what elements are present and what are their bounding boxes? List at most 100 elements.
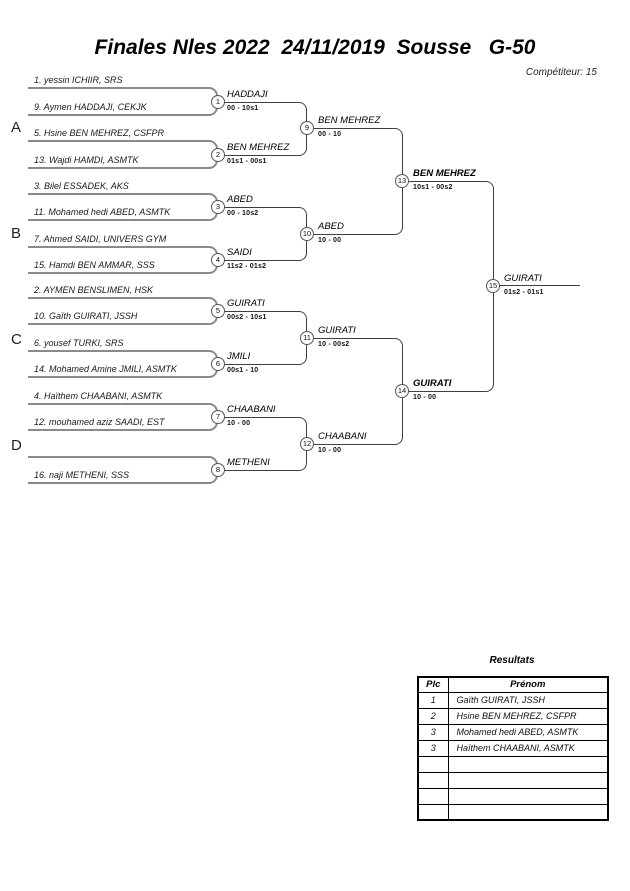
results-row xyxy=(417,755,609,773)
entrant-2-name: 9. Aymen HADDAJI, CEKJK xyxy=(34,102,147,112)
match-1-winner: HADDAJI xyxy=(227,88,268,100)
match-5-score: 00s2 - 10s1 xyxy=(227,314,267,321)
match-13-winner: BEN MEHREZ xyxy=(413,167,476,179)
results-cell-name xyxy=(447,787,609,805)
match-15-score: 01s2 - 01s1 xyxy=(504,288,544,296)
results-cell-name: Mohamed hedi ABED, ASMTK xyxy=(447,723,609,741)
match-2-score: 01s1 - 00s1 xyxy=(227,157,267,165)
entrant-12-name: 14. Mohamed Amine JMILI, ASMTK xyxy=(34,364,177,374)
match-12-circle: 12 xyxy=(300,436,314,451)
match-3-circle: 3 xyxy=(211,200,225,214)
match-11-winner: GUIRATI xyxy=(318,324,356,336)
match-6-circle: 6 xyxy=(211,357,225,371)
match-14-winner: GUIRATI xyxy=(413,377,452,389)
entrant-10-name: 10. Gaïth GUIRATI, JSSH xyxy=(34,311,138,321)
results-cell-place xyxy=(417,771,449,789)
match-1-score: 00 - 10s1 xyxy=(227,104,259,112)
round1-bracket-connector xyxy=(28,140,218,169)
match-2-circle: 2 xyxy=(211,147,225,162)
match-10-winner: ABED xyxy=(318,220,344,232)
entrant-8-name: 15. Hamdi BEN AMMAR, SSS xyxy=(34,260,155,270)
results-cell-place: 1 xyxy=(417,691,449,709)
match-9-score: 00 - 10 xyxy=(318,131,342,138)
group-label-d: D xyxy=(11,437,22,454)
entrant-9-name: 2. AYMEN BENSLIMEN, HSK xyxy=(34,285,154,295)
results-row xyxy=(417,803,609,821)
match-4-score: 11s2 - 01s2 xyxy=(227,263,267,270)
match-9-circle: 9 xyxy=(300,121,314,135)
group-label-c: C xyxy=(11,331,22,348)
final-bracket-connector xyxy=(409,180,494,392)
match-11-circle: 11 xyxy=(300,330,314,345)
entrant-11-name: 6. yousef TURKI, SRS xyxy=(34,338,124,348)
match-5-winner: GUIRATI xyxy=(227,298,265,309)
group-label-a: A xyxy=(11,119,22,136)
match-11-score: 10 - 00s2 xyxy=(318,340,350,348)
match-6-score: 00s1 - 10 xyxy=(227,367,259,374)
entrant-13-name: 4. Haïthem CHAABANI, ASMTK xyxy=(34,391,163,401)
results-cell-name: Hsine BEN MEHREZ, CSFPR xyxy=(447,707,609,725)
match-4-winner: SAIDI xyxy=(227,247,252,258)
match-14-score: 10 - 00 xyxy=(413,393,437,401)
results-cell-name: Gaïth GUIRATI, JSSH xyxy=(447,691,609,709)
round1-bracket-connector xyxy=(28,193,218,221)
round1-bracket-connector xyxy=(28,246,218,274)
match-1-circle: 1 xyxy=(211,94,225,109)
results-header-row: Plc Prénom xyxy=(417,676,609,693)
results-cell-name xyxy=(447,755,609,773)
match-9-winner: BEN MEHREZ xyxy=(318,115,381,126)
match-7-score: 10 - 00 xyxy=(227,420,251,427)
results-cell-name xyxy=(447,771,609,789)
entrant-7-name: 7. Ahmed SAIDI, UNIVERS GYM xyxy=(34,234,167,244)
round1-bracket-connector xyxy=(28,456,218,484)
results-cell-place xyxy=(417,803,449,821)
entrant-4-name: 13. Wajdi HAMDI, ASMTK xyxy=(34,155,139,165)
match-3-winner: ABED xyxy=(227,194,253,205)
competitor-count-label: Compétiteur: 15 xyxy=(525,67,597,78)
final-winner-line xyxy=(500,284,580,286)
round3-bracket-connector xyxy=(314,337,403,445)
results-cell-place: 2 xyxy=(417,707,449,725)
round1-bracket-connector xyxy=(28,350,218,378)
match-14-circle: 14 xyxy=(395,383,409,398)
match-15-circle: 15 xyxy=(486,278,500,293)
match-4-circle: 4 xyxy=(211,253,225,267)
match-15-winner: GUIRATI xyxy=(504,272,542,284)
match-8-winner: METHENI xyxy=(227,457,270,468)
round1-bracket-connector xyxy=(28,403,218,431)
match-12-winner: CHAABANI xyxy=(318,430,367,442)
entrant-16-name: 16. naji METHENI, SSS xyxy=(34,470,130,480)
results-row xyxy=(417,787,609,805)
results-cell-place xyxy=(417,755,449,773)
entrant-1-name: 1. yessin ICHIIR, SRS xyxy=(34,75,123,85)
match-2-winner: BEN MEHREZ xyxy=(227,141,290,153)
results-cell-name xyxy=(447,803,609,821)
results-col-prenom: Prénom xyxy=(447,676,609,693)
entrant-14-name: 12. mouhamed aziz SAADI, EST xyxy=(34,417,165,427)
group-label-b: B xyxy=(11,225,22,242)
results-row xyxy=(417,771,609,789)
results-cell-place xyxy=(417,787,449,805)
match-7-winner: CHAABANI xyxy=(227,404,276,415)
results-col-plc: Plc xyxy=(417,676,449,693)
match-10-circle: 10 xyxy=(300,226,314,241)
entrant-3-name: 5. Hsine BEN MEHREZ, CSFPR xyxy=(34,128,165,138)
results-cell-place: 3 xyxy=(417,739,449,757)
match-12-score: 10 - 00 xyxy=(318,446,342,454)
match-6-winner: JMILI xyxy=(227,351,251,362)
round1-bracket-connector xyxy=(28,297,218,325)
match-8-circle: 8 xyxy=(211,463,225,477)
results-title: Resultats xyxy=(489,655,535,666)
page-title: Finales Nles 2022 24/11/2019 Sousse G-50 xyxy=(94,36,536,59)
match-10-score: 10 - 00 xyxy=(318,236,342,244)
match-5-circle: 5 xyxy=(211,304,225,318)
entrant-6-name: 11. Mohamed hedi ABED, ASMTK xyxy=(34,207,171,217)
results-cell-place: 3 xyxy=(417,723,449,741)
match-13-circle: 13 xyxy=(395,173,409,188)
